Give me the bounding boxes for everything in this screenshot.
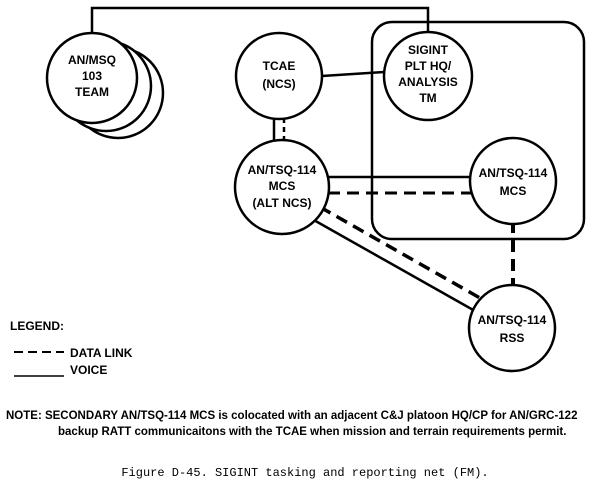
rss-label-1: AN/TSQ-114 — [478, 313, 547, 327]
mcs-alt-node: AN/TSQ-114 MCS (ALT NCS) — [233, 138, 331, 236]
sigint-hq-label-3: ANALYSIS — [398, 75, 458, 89]
figure-caption: Figure D-45. SIGINT tasking and reportin… — [121, 466, 489, 480]
msq-team-node: AN/MSQ 103 TEAM — [45, 31, 165, 140]
mcs-label-2: MCS — [500, 184, 527, 198]
voice-link-tcae-sigint — [321, 70, 385, 78]
mcs-node: AN/TSQ-114 MCS — [468, 136, 558, 226]
sigint-hq-label-1: SIGINT — [408, 43, 449, 57]
sigint-hq-node: SIGINT PLT HQ/ ANALYSIS TM — [382, 30, 474, 122]
voice-link-msq-sigint — [90, 6, 430, 40]
mcs-label-1: AN/TSQ-114 — [479, 166, 548, 180]
tcae-label-2: (NCS) — [262, 77, 295, 91]
legend-data-link-label: DATA LINK — [70, 346, 133, 360]
data-link-mcs-alt-rss — [319, 205, 481, 300]
msq-team-label-1: AN/MSQ — [68, 53, 116, 67]
sigint-hq-label-4: TM — [419, 91, 436, 105]
tcae-label-1: TCAE — [263, 59, 296, 73]
voice-link-mcs-alt-rss — [311, 217, 476, 313]
sigint-platoon-boundary — [370, 20, 586, 241]
rss-node: AN/TSQ-114 RSS — [467, 283, 557, 373]
sigint-hq-label-2: PLT HQ/ — [405, 59, 452, 73]
mcs-alt-label-3: (ALT NCS) — [252, 196, 311, 210]
note-line-1: NOTE: SECONDARY AN/TSQ-114 MCS is coloca… — [6, 410, 578, 422]
mcs-alt-label-1: AN/TSQ-114 — [248, 163, 317, 177]
legend-voice-label: VOICE — [70, 363, 107, 377]
tcae-node: TCAE (NCS) — [234, 31, 324, 121]
mcs-alt-label-2: MCS — [269, 179, 296, 193]
legend-title: LEGEND: — [10, 319, 64, 333]
note: NOTE: SECONDARY AN/TSQ-114 MCS is coloca… — [6, 408, 606, 440]
msq-team-label-2: 103 — [82, 69, 102, 83]
rss-label-2: RSS — [500, 331, 525, 345]
msq-team-label-3: TEAM — [75, 85, 109, 99]
note-line-2: backup RATT communicaitons with the TCAE… — [58, 426, 567, 438]
legend: LEGEND: DATA LINK VOICE — [10, 319, 133, 377]
